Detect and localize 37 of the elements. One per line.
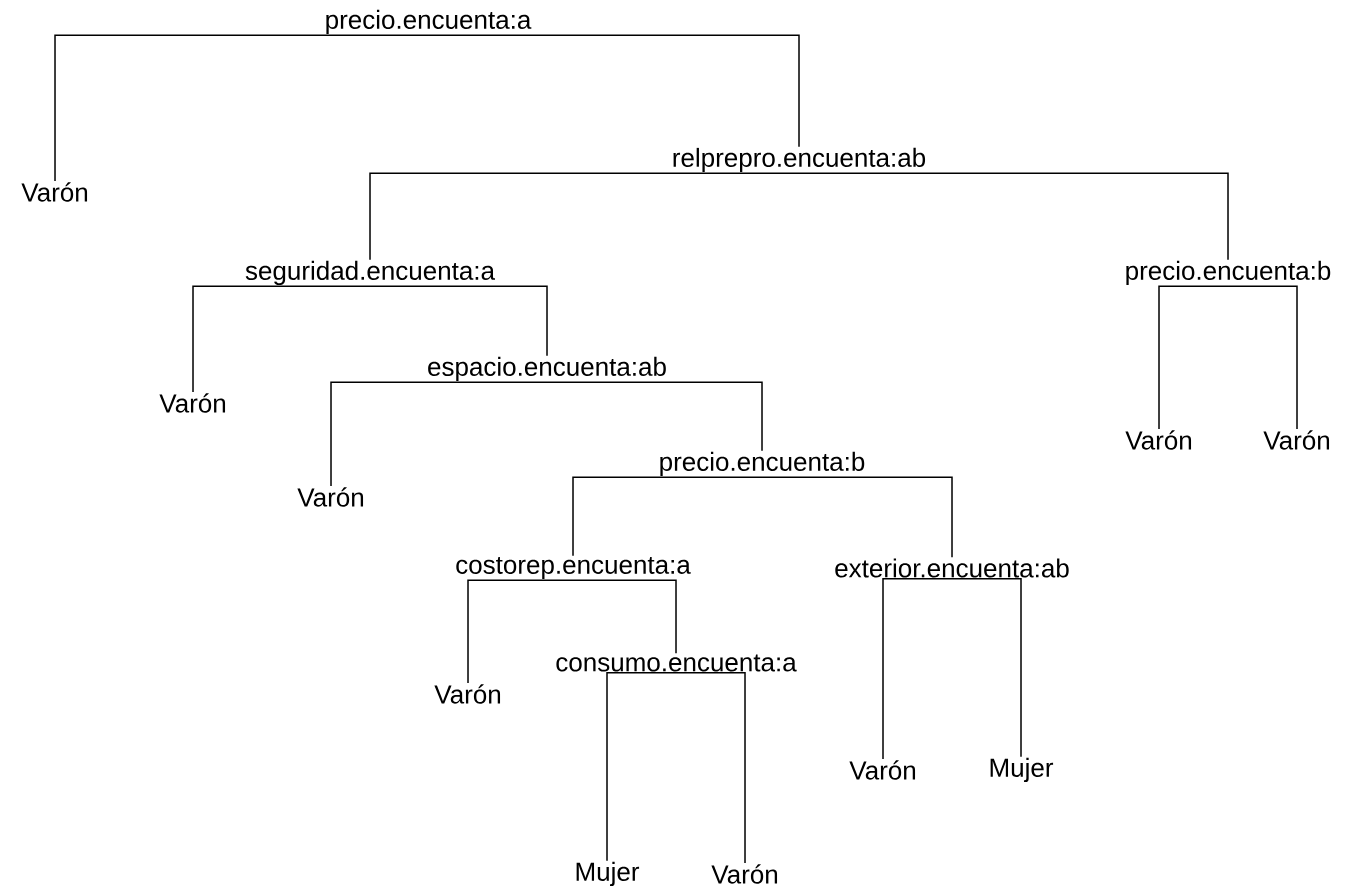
split-label: exterior.encuenta:ab [835,558,1069,578]
branch-line [882,578,953,760]
branch-line [427,34,800,148]
leaf-label: Varón [21,182,88,202]
split-label: precio.encuenta:b [660,451,865,477]
branch-line [467,579,574,684]
leaf-label: Varón [297,487,364,507]
branch-line [606,671,677,862]
branch-line [675,671,746,864]
leaf-label: Varón [434,684,501,704]
leaf-label: Varón [711,864,778,884]
leaf-label: Varón [849,760,916,780]
branch-line [330,381,548,487]
branch-line [572,579,677,654]
split-label: consumo.encuenta:a [556,654,797,672]
branch-line [798,172,1229,261]
branch-line [546,381,763,452]
branch-line [951,578,1022,758]
branch-line [761,476,953,558]
split-label: costorep.encuenta:a [456,556,691,580]
branch-line [369,285,548,357]
leaf-label: Varón [159,393,226,413]
leaf-label: Varón [1125,430,1192,450]
split-label: relprepro.encuenta:ab [673,147,926,173]
branch-line [192,285,371,393]
branch-line [1158,285,1229,430]
split-label: precio.encuenta:b [1126,260,1331,286]
split-label: seguridad.encuenta:a [245,260,495,286]
leaf-label: Mujer [576,861,640,887]
branch-line [572,476,763,557]
leaf-label: Varón [1263,430,1330,450]
branch-line [1227,285,1298,430]
leaf-label: Mujer [990,757,1054,783]
split-label: espacio.encuenta:ab [428,356,666,382]
branch-line [54,34,429,182]
branch-line [369,172,800,261]
split-label: precio.encuenta:a [326,9,532,35]
